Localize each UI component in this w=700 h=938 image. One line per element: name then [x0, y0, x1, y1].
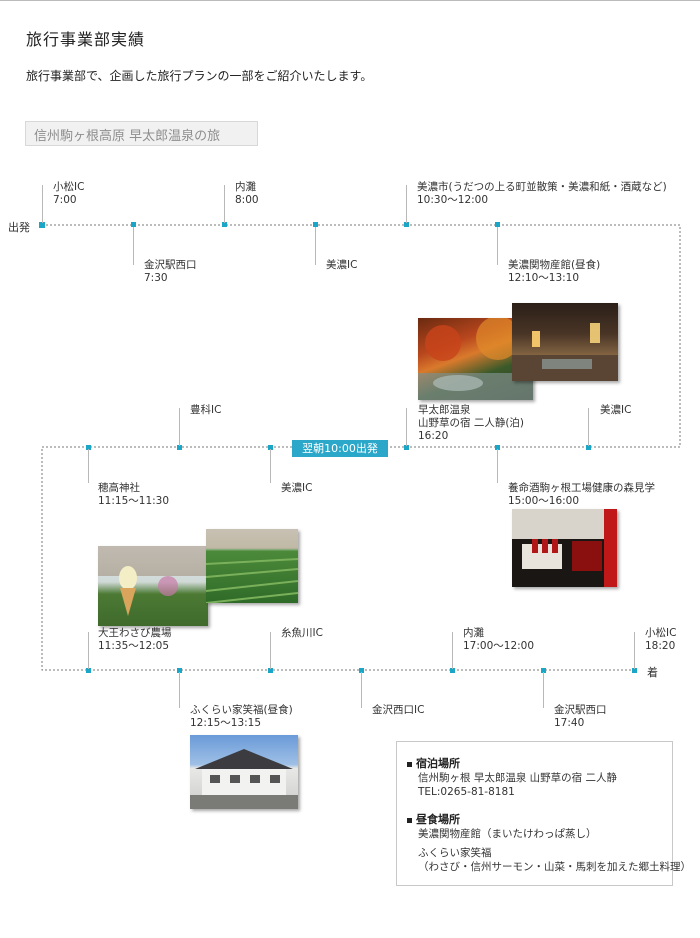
photo-fukuraiya-building-art — [190, 749, 298, 809]
page-intro: 旅行事業部で、企画した旅行プランの一部をご紹介いたします。 — [26, 69, 373, 83]
next-morning-badge: 翌朝10:00出発 — [292, 440, 388, 457]
route-tick — [497, 449, 498, 483]
start-label: 出発 — [8, 221, 30, 234]
photo-wasabi-field — [206, 529, 298, 603]
stop-mino-ic-2: 美濃IC — [281, 482, 313, 494]
route-tick — [497, 227, 498, 265]
photo-soft-cream-art — [98, 546, 208, 616]
route-dot — [40, 222, 45, 227]
stop-fukuraiya-shofuku: ふくらい家笑福(昼食)12:15〜13:15 — [190, 704, 293, 729]
lunch-place-2: ふくらい家笑福 — [418, 847, 492, 859]
lunch-heading: 昼食場所 — [407, 811, 460, 827]
lunch-place-2-detail: （わさび・信州サーモン・山菜・馬刺を加えた郷土料理） — [418, 861, 691, 873]
stop-mino-ic: 美濃IC — [326, 259, 358, 271]
route-dot — [131, 222, 136, 227]
route-dot — [222, 222, 227, 227]
route-tick — [270, 449, 271, 483]
lodging-heading: 宿泊場所 — [407, 755, 460, 771]
photo-fukuraiya-building — [190, 735, 298, 809]
route-tick — [224, 185, 225, 223]
route-dot — [177, 668, 182, 673]
photo-yomeishu-shop-art — [512, 509, 617, 587]
info-box — [396, 741, 673, 886]
stop-mino-city: 美濃市(うだつの上る町並散策・美濃和紙・酒蔵など)10:30〜12:00 — [417, 181, 667, 206]
route-tick — [361, 672, 362, 708]
route-tick — [42, 185, 43, 223]
stop-mino-seki-bussankan: 美濃関物産館(昼食)12:10〜13:10 — [508, 259, 601, 284]
top-rule — [0, 0, 700, 1]
route-tick — [543, 672, 544, 708]
lodging-name: 信州駒ヶ根 早太郎温泉 山野草の宿 二人静 — [418, 772, 618, 784]
lunch-place-1: 美濃関物産館（まいたけわっぱ蒸し） — [418, 828, 597, 840]
route-tick — [88, 632, 89, 669]
route-dot — [268, 668, 273, 673]
route-dot — [495, 445, 500, 450]
photo-soft-cream — [98, 546, 208, 626]
route-dot — [495, 222, 500, 227]
route-tick — [315, 227, 316, 265]
route-tick — [406, 408, 407, 446]
photo-onsen-bath-art — [512, 323, 618, 381]
photo-yomeishu-shop — [512, 509, 617, 587]
route-line — [41, 224, 681, 671]
route-tick — [88, 449, 89, 483]
photo-onsen-bath — [512, 303, 618, 381]
stop-itoigawa-ic: 糸魚川IC — [281, 627, 323, 639]
route-dot — [268, 445, 273, 450]
end-label: 着 — [647, 666, 658, 679]
tour-title-box — [25, 121, 258, 146]
stop-mino-ic-3: 美濃IC — [600, 404, 632, 416]
route-dot — [450, 668, 455, 673]
route-tick — [634, 632, 635, 669]
route-tick — [133, 227, 134, 265]
route-dot — [404, 222, 409, 227]
route-dot — [86, 668, 91, 673]
lodging-tel: TEL:0265-81-8181 — [418, 786, 515, 798]
route-tick — [452, 632, 453, 669]
route-dot — [313, 222, 318, 227]
stop-hayataro-onsen: 早太郎温泉山野草の宿 二人静(泊)16:20 — [418, 404, 525, 442]
route-dot — [632, 668, 637, 673]
route-dot — [404, 445, 409, 450]
route-tick — [406, 185, 407, 223]
tour-title: 信州駒ヶ根高原 早太郎温泉の旅 — [34, 129, 221, 144]
stop-toyoshina-ic: 豊科IC — [190, 404, 222, 416]
route-tick — [179, 672, 180, 708]
route-dot — [586, 445, 591, 450]
stop-kanazawa-nishi-ic: 金沢西口IC — [372, 704, 425, 716]
route-dot — [177, 445, 182, 450]
route-tick — [270, 632, 271, 669]
route-tick — [588, 408, 589, 446]
page-title: 旅行事業部実績 — [26, 30, 146, 49]
route-dot — [86, 445, 91, 450]
route-dot — [359, 668, 364, 673]
photo-wasabi-field-art — [206, 529, 298, 603]
route-dot — [541, 668, 546, 673]
route-tick — [179, 408, 180, 446]
